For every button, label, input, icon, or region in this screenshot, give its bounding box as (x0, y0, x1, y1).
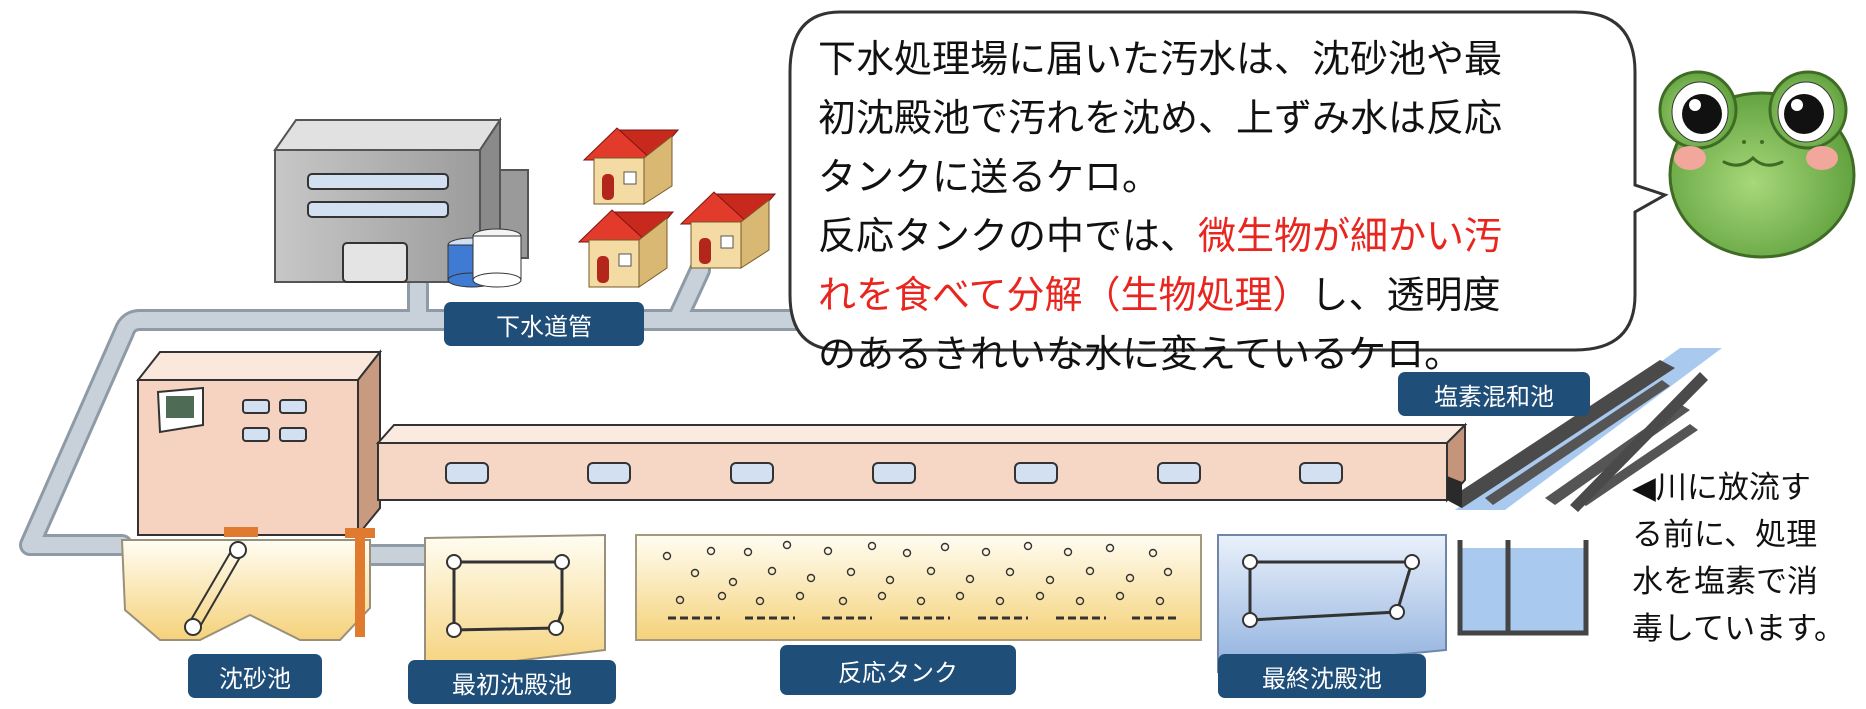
side-note-line: ◀川に放流す (1632, 470, 1811, 506)
covered-tank-roof (375, 422, 1468, 503)
control-building (135, 349, 383, 538)
bubble-line: 下水処理場に届いた汚水は、沈砂池や最 (818, 37, 1503, 81)
bubble-line: し、透明度 (1310, 273, 1501, 317)
bubble-line: のあるきれいな水に変えているケロ。 (818, 332, 1463, 376)
bubble-highlight: れを食べて分解（生物処理） (818, 273, 1311, 317)
house-icon (582, 127, 680, 205)
bubble-line: 初沈殿池で汚れを沈め、上ずみ水は反応 (818, 96, 1503, 140)
side-note: ◀川に放流する前に、処理水を塩素で消毒しています。 (1632, 465, 1862, 653)
speech-bubble (788, 10, 1669, 352)
bubble-highlight: 微生物が細かい汚 (1198, 214, 1503, 258)
label-chlorine-tank: 塩素混和池 (1398, 372, 1590, 416)
side-note-line: 水を塩素で消 (1632, 564, 1818, 600)
side-note-line: 毒しています。 (1632, 611, 1845, 647)
label-grit-chamber: 沈砂池 (188, 654, 322, 698)
bubble-line: 反応タンクの中では、 (818, 214, 1199, 258)
primary-clarifier (424, 533, 606, 674)
office-building (273, 116, 529, 288)
label-primary-clarifier: 最初沈殿池 (408, 660, 616, 704)
reaction-tank (635, 534, 1202, 641)
house-icon (679, 191, 777, 269)
sewer-pipe (19, 259, 811, 566)
chlorine-tank (1457, 540, 1589, 636)
chlorine-channel (1447, 348, 1722, 512)
bubble-line: タンクに送るケロ。 (818, 155, 1161, 199)
label-sewer-pipe: 下水道管 (444, 302, 644, 346)
side-note-line: る前に、処理 (1632, 517, 1818, 553)
label-final-clarifier: 最終沈殿池 (1218, 654, 1426, 698)
house-icon (577, 209, 675, 288)
final-clarifier (1217, 534, 1447, 674)
frog-icon (1658, 70, 1856, 259)
label-reaction-tank: 反応タンク (780, 645, 1016, 695)
grit-chamber (120, 527, 375, 641)
speech-bubble-text: 下水処理場に届いた汚水は、沈砂池や最初沈殿池で汚れを沈め、上ずみ水は反応タンクに… (818, 30, 1618, 384)
